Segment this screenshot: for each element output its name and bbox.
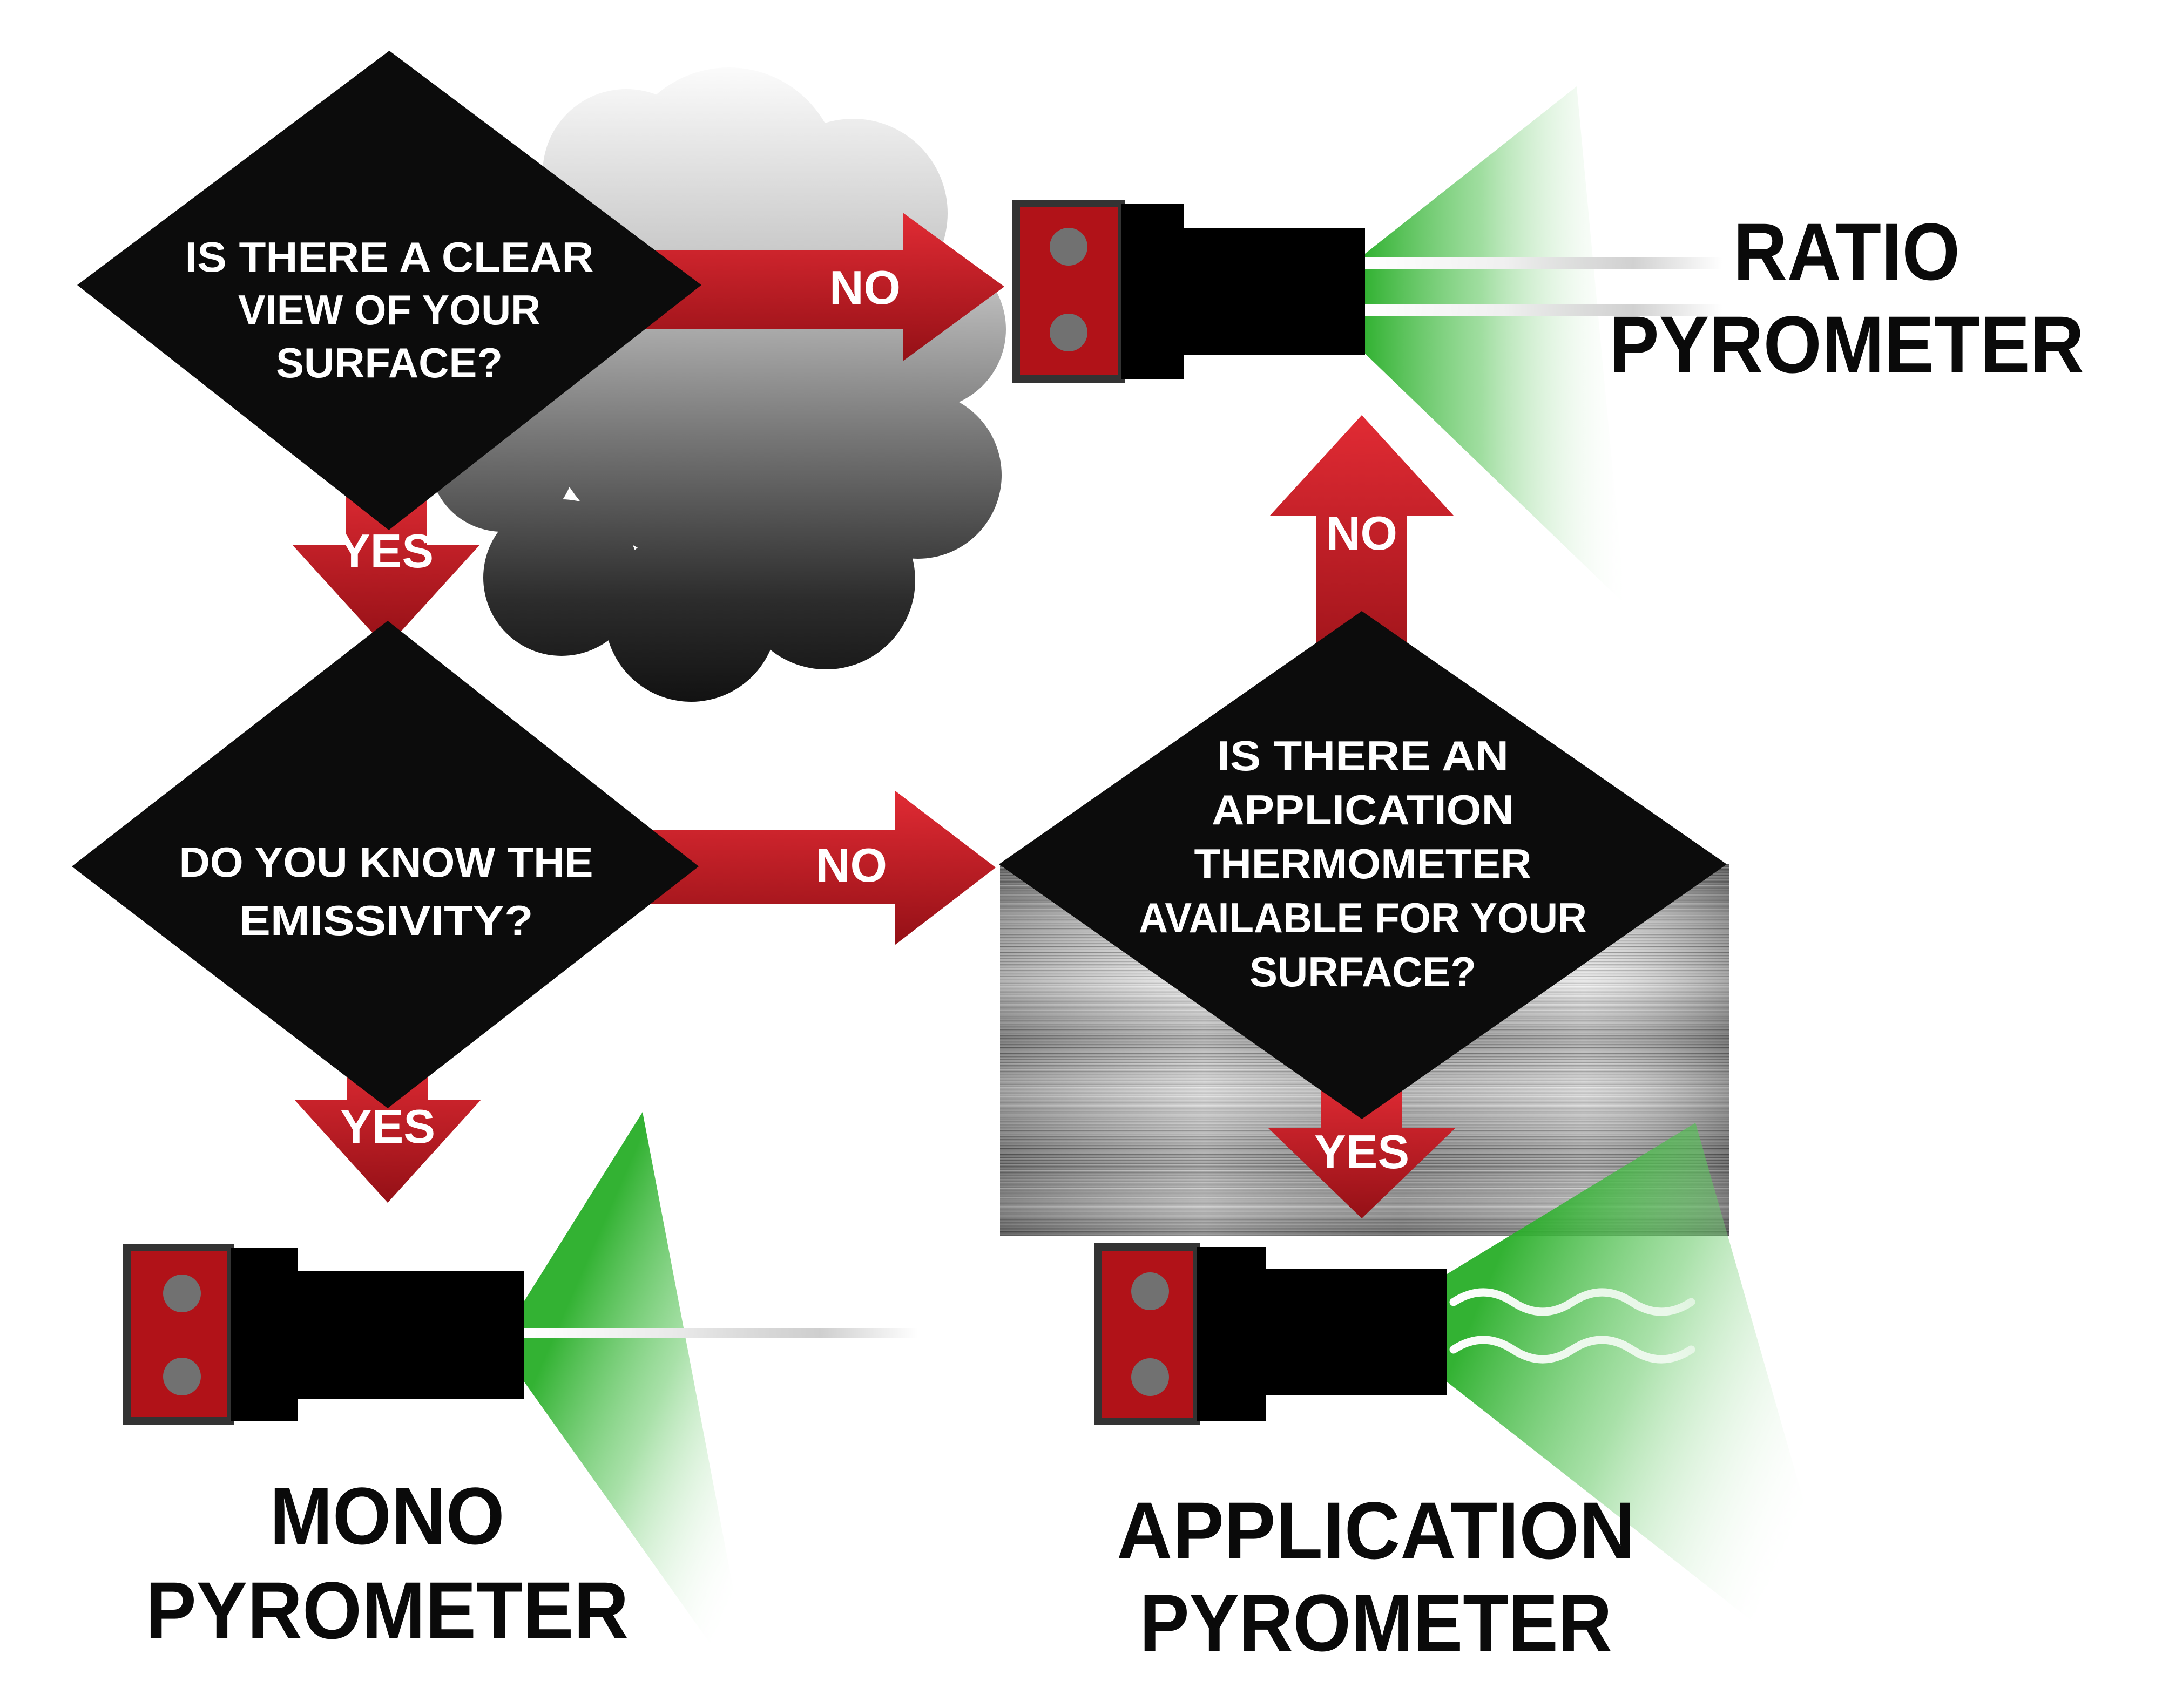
ratio-pyrometer-label-line-1: RATIO: [1733, 206, 1960, 297]
decision-app-thermometer-line-1: IS THERE AN: [1217, 732, 1509, 780]
decision-app-thermometer-line-3: THERMOMETER: [1194, 840, 1532, 887]
decision-clear-view-line-3: SURFACE?: [276, 339, 503, 387]
application-pyrometer-label-line-1: APPLICATION: [1117, 1485, 1635, 1576]
yes-label-emissivity: YES: [340, 1100, 435, 1153]
decision-app-thermometer-line-4: AVAILABLE FOR YOUR: [1139, 894, 1587, 941]
device-body: [231, 1248, 298, 1421]
application-pyrometer-icon: [1094, 1243, 1447, 1425]
device-lens: [1266, 1269, 1447, 1395]
mono-pyrometer-label-line-2: PYROMETER: [146, 1565, 629, 1656]
no-label-app-thermometer: NO: [1326, 506, 1397, 560]
ratio-laser-beam-icon: [1365, 86, 1722, 605]
no-arrow-app-thermometer: [1270, 415, 1454, 707]
mono-pyrometer-label-line-1: MONO: [270, 1470, 505, 1561]
mono-laser-beam-icon: [524, 1112, 918, 1708]
mono-pyrometer-icon: [123, 1244, 524, 1425]
screw-icon: [1050, 314, 1087, 351]
decision-diamond-emissivity: [72, 621, 699, 1108]
wave-line-icon: [1449, 1288, 1695, 1316]
screw-icon: [163, 1275, 201, 1312]
decision-emissivity-line-1: DO YOU KNOW THE: [179, 838, 593, 886]
yes-arrow-emissivity: [294, 1053, 481, 1203]
device-body: [1197, 1247, 1266, 1421]
yes-arrow-app-thermometer: [1268, 1080, 1455, 1218]
ratio-pyrometer-label-line-2: PYROMETER: [1609, 299, 2084, 390]
decision-app-thermometer-line-5: SURFACE?: [1249, 948, 1476, 995]
no-arrow-emissivity: [626, 791, 996, 945]
no-label-emissivity: NO: [816, 838, 887, 892]
yes-arrow-clear-view: [293, 475, 479, 648]
no-label-clear-view: NO: [829, 261, 901, 314]
yes-label-clear-view: YES: [339, 524, 434, 578]
ratio-pyrometer-icon: [1012, 200, 1365, 383]
no-arrow-clear-view: [621, 213, 1004, 361]
decision-emissivity-line-2: EMISSIVITY?: [239, 897, 533, 944]
application-laser-beam-icon: [1447, 1123, 1863, 1708]
application-pyrometer-label-line-2: PYROMETER: [1140, 1577, 1612, 1668]
screw-icon: [1131, 1272, 1169, 1310]
screw-icon: [1050, 228, 1087, 266]
device-lens: [1184, 228, 1365, 355]
wave-line-icon: [1449, 1336, 1695, 1364]
device-body: [1121, 204, 1184, 379]
decision-diamond-clear-view: [77, 51, 701, 530]
device-lens: [298, 1271, 524, 1399]
decision-clear-view-line-1: IS THERE A CLEAR: [185, 233, 594, 281]
decision-clear-view-line-2: VIEW OF YOUR: [238, 286, 540, 334]
screw-icon: [163, 1358, 201, 1395]
decision-diamond-app-thermometer: [999, 611, 1727, 1119]
yes-label-app-thermometer: YES: [1314, 1125, 1409, 1178]
screw-icon: [1131, 1358, 1169, 1396]
decision-app-thermometer-line-2: APPLICATION: [1212, 786, 1514, 833]
